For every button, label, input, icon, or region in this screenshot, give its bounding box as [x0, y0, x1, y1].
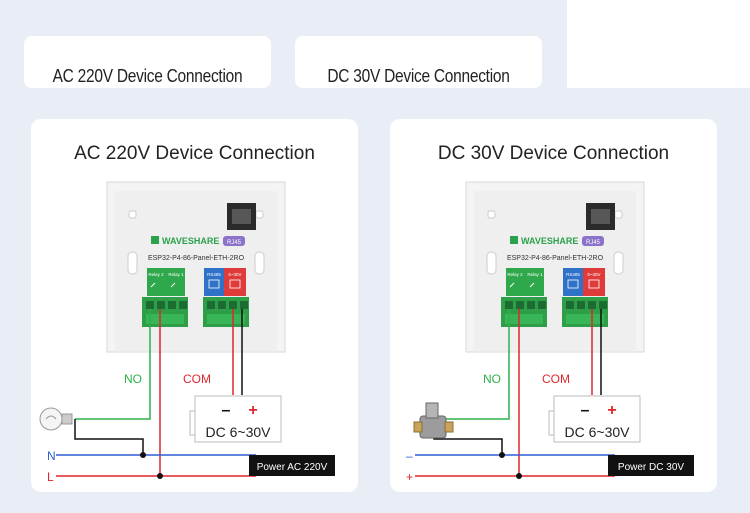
panel-title: DC 30V Device Connection [437, 143, 670, 164]
wiring-diagram: WAVESHARE RJ45 ESP32-P4-86-Panel-ETH-2RO… [406, 181, 694, 484]
junction-dot [499, 452, 505, 458]
solenoid-valve-icon [413, 402, 454, 439]
mount-hole [255, 210, 264, 219]
light-bulb-icon [39, 407, 73, 431]
line1-label: – [406, 449, 413, 463]
brand-text: WAVESHARE [521, 236, 578, 246]
line2-label: L [47, 470, 54, 484]
slot [486, 251, 497, 275]
line1-label: N [47, 449, 56, 463]
plus-sign: + [248, 402, 257, 419]
no-wire [434, 309, 510, 420]
tab-ac-label: AC 220V Device Connection [52, 66, 243, 86]
brand-text: WAVESHARE [162, 236, 219, 246]
minus-sign: – [222, 402, 231, 419]
relay1-text: Relay 1 [527, 272, 543, 277]
no-label: NO [124, 372, 142, 386]
panel-ac-connection: AC 220V Device Connection WAVESHARE RJ45… [31, 119, 358, 492]
com-label: COM [542, 372, 570, 386]
rj45-port-icon [586, 203, 615, 230]
dc-supply-label: DC 6~30V [565, 424, 631, 440]
mount-hole [614, 210, 623, 219]
waveshare-logo: WAVESHARE [510, 236, 578, 246]
blank-tile [567, 0, 750, 88]
relay2-text: Relay 2 [507, 272, 523, 277]
dc-supply-box [553, 395, 641, 443]
dc-in-text: 6~30V [228, 272, 241, 277]
power-label: Power DC 30V [618, 462, 684, 473]
com-label: COM [183, 372, 211, 386]
relay1-text: Relay 1 [168, 272, 184, 277]
panel-dc-connection: DC 30V Device Connection WAVESHARE RJ45 … [390, 119, 717, 492]
rs485-text: RS485 [207, 272, 221, 277]
panel-title: AC 220V Device Connection [74, 143, 315, 164]
minus-sign: – [581, 402, 590, 419]
power-label: Power AC 220V [257, 462, 328, 473]
dc-supply-label: DC 6~30V [206, 424, 272, 440]
junction-dot [140, 452, 146, 458]
line2-label: + [406, 470, 413, 484]
model-label: ESP32-P4-86-Panel-ETH-2RO [507, 255, 604, 262]
power-label-box [249, 455, 335, 476]
waveshare-logo: WAVESHARE [151, 236, 219, 246]
relay2-text: Relay 2 [148, 272, 164, 277]
dc-supply-box [194, 395, 282, 443]
model-label: ESP32-P4-86-Panel-ETH-2RO [148, 255, 245, 262]
mount-hole [487, 210, 496, 219]
no-wire [75, 309, 151, 420]
rj45-port-icon [227, 203, 256, 230]
slot [254, 251, 265, 275]
junction-dot [157, 473, 163, 479]
rs485-text: RS485 [566, 272, 580, 277]
dc-in-text: 6~30V [587, 272, 600, 277]
no-label: NO [483, 372, 501, 386]
device-return-wire [74, 419, 144, 455]
tab-ac-220v[interactable]: AC 220V Device Connection [24, 36, 271, 88]
tab-dc-30v[interactable]: DC 30V Device Connection [295, 36, 542, 88]
slot [613, 251, 624, 275]
relay-terminal-block [142, 297, 188, 327]
port-badge: RJ45 [586, 240, 601, 246]
tab-dc-label: DC 30V Device Connection [327, 66, 510, 86]
plus-sign: + [607, 402, 616, 419]
wiring-diagram: WAVESHARE RJ45 ESP32-P4-86-Panel-ETH-2RO… [39, 181, 335, 484]
power-label-box [608, 455, 694, 476]
port-badge: RJ45 [227, 240, 242, 246]
mount-hole [128, 210, 137, 219]
relay-terminal-block [501, 297, 547, 327]
slot [127, 251, 138, 275]
junction-dot [516, 473, 522, 479]
